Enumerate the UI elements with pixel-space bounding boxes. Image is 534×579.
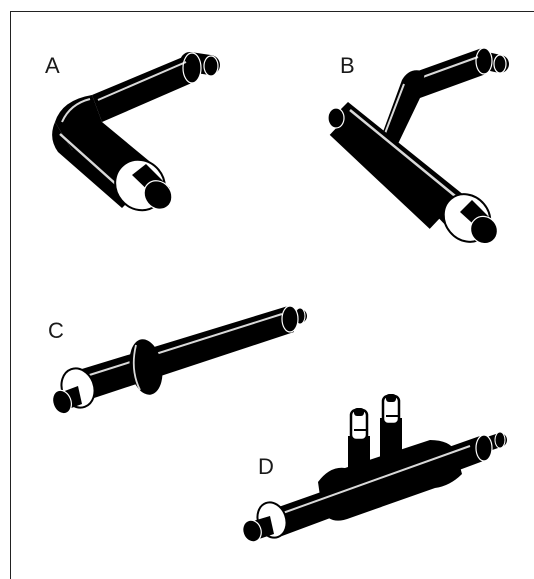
panel-label-c: C xyxy=(48,318,64,343)
panel-label-d: D xyxy=(258,454,274,479)
elbow-pipe-fitting xyxy=(52,52,220,212)
panel-label-b: B xyxy=(340,53,355,78)
straight-pipe-with-collar xyxy=(51,305,307,415)
branch-tee-pipe-fitting xyxy=(327,47,509,245)
pipe-with-twin-risers xyxy=(242,394,507,543)
figure-frame xyxy=(10,11,534,579)
panel-label-a: A xyxy=(45,53,60,78)
